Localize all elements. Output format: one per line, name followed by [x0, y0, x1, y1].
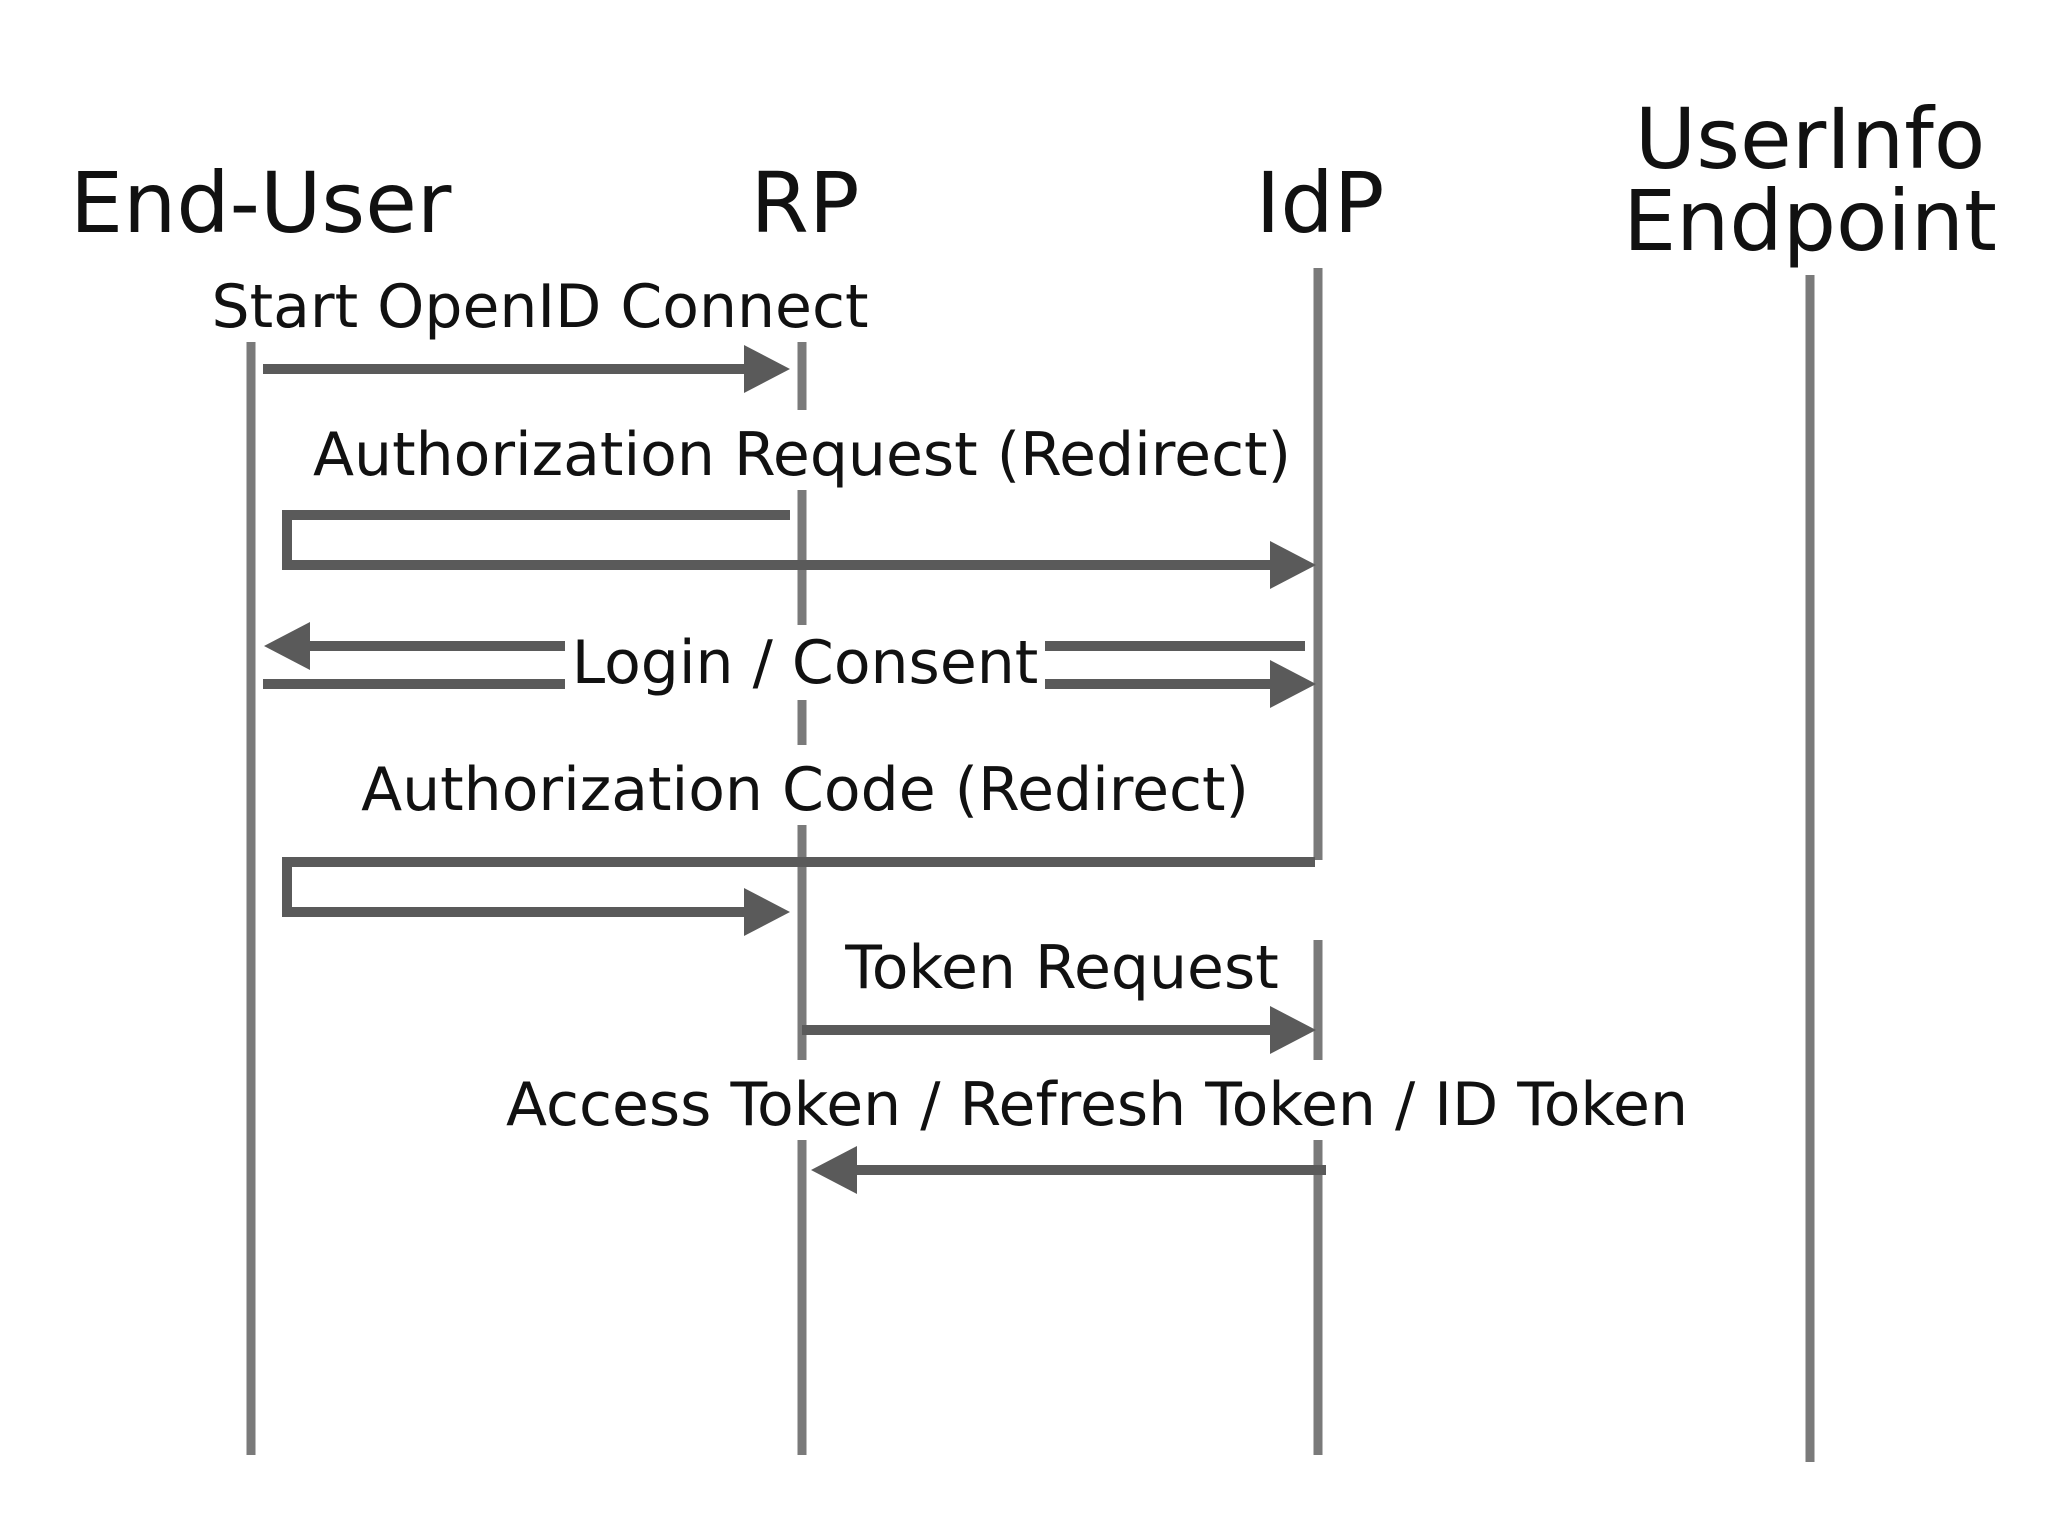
message-label-token-response: Access Token / Refresh Token / ID Token — [506, 1070, 1688, 1140]
participant-rp: RP — [750, 154, 859, 252]
arrow-login-consent — [263, 622, 1316, 708]
participant-userinfo-line-1: UserInfo — [1635, 90, 1985, 188]
participant-idp: IdP — [1256, 154, 1385, 252]
arrow-start — [263, 345, 790, 393]
message-label-authz-code: Authorization Code (Redirect) — [361, 755, 1249, 825]
message-label-token-request: Token Request — [844, 933, 1279, 1003]
message-label-authz-request: Authorization Request (Redirect) — [313, 420, 1291, 490]
message-label-login-consent: Login / Consent — [572, 628, 1039, 698]
participant-userinfo-line-2: Endpoint — [1623, 172, 1997, 270]
message-label-start: Start OpenID Connect — [212, 272, 869, 342]
arrow-token-response — [811, 1146, 1326, 1194]
arrow-authz-code — [282, 857, 1315, 936]
arrow-authz-request — [282, 510, 1316, 589]
arrow-token-request — [802, 1006, 1316, 1054]
participant-end-user: End-User — [70, 154, 452, 252]
